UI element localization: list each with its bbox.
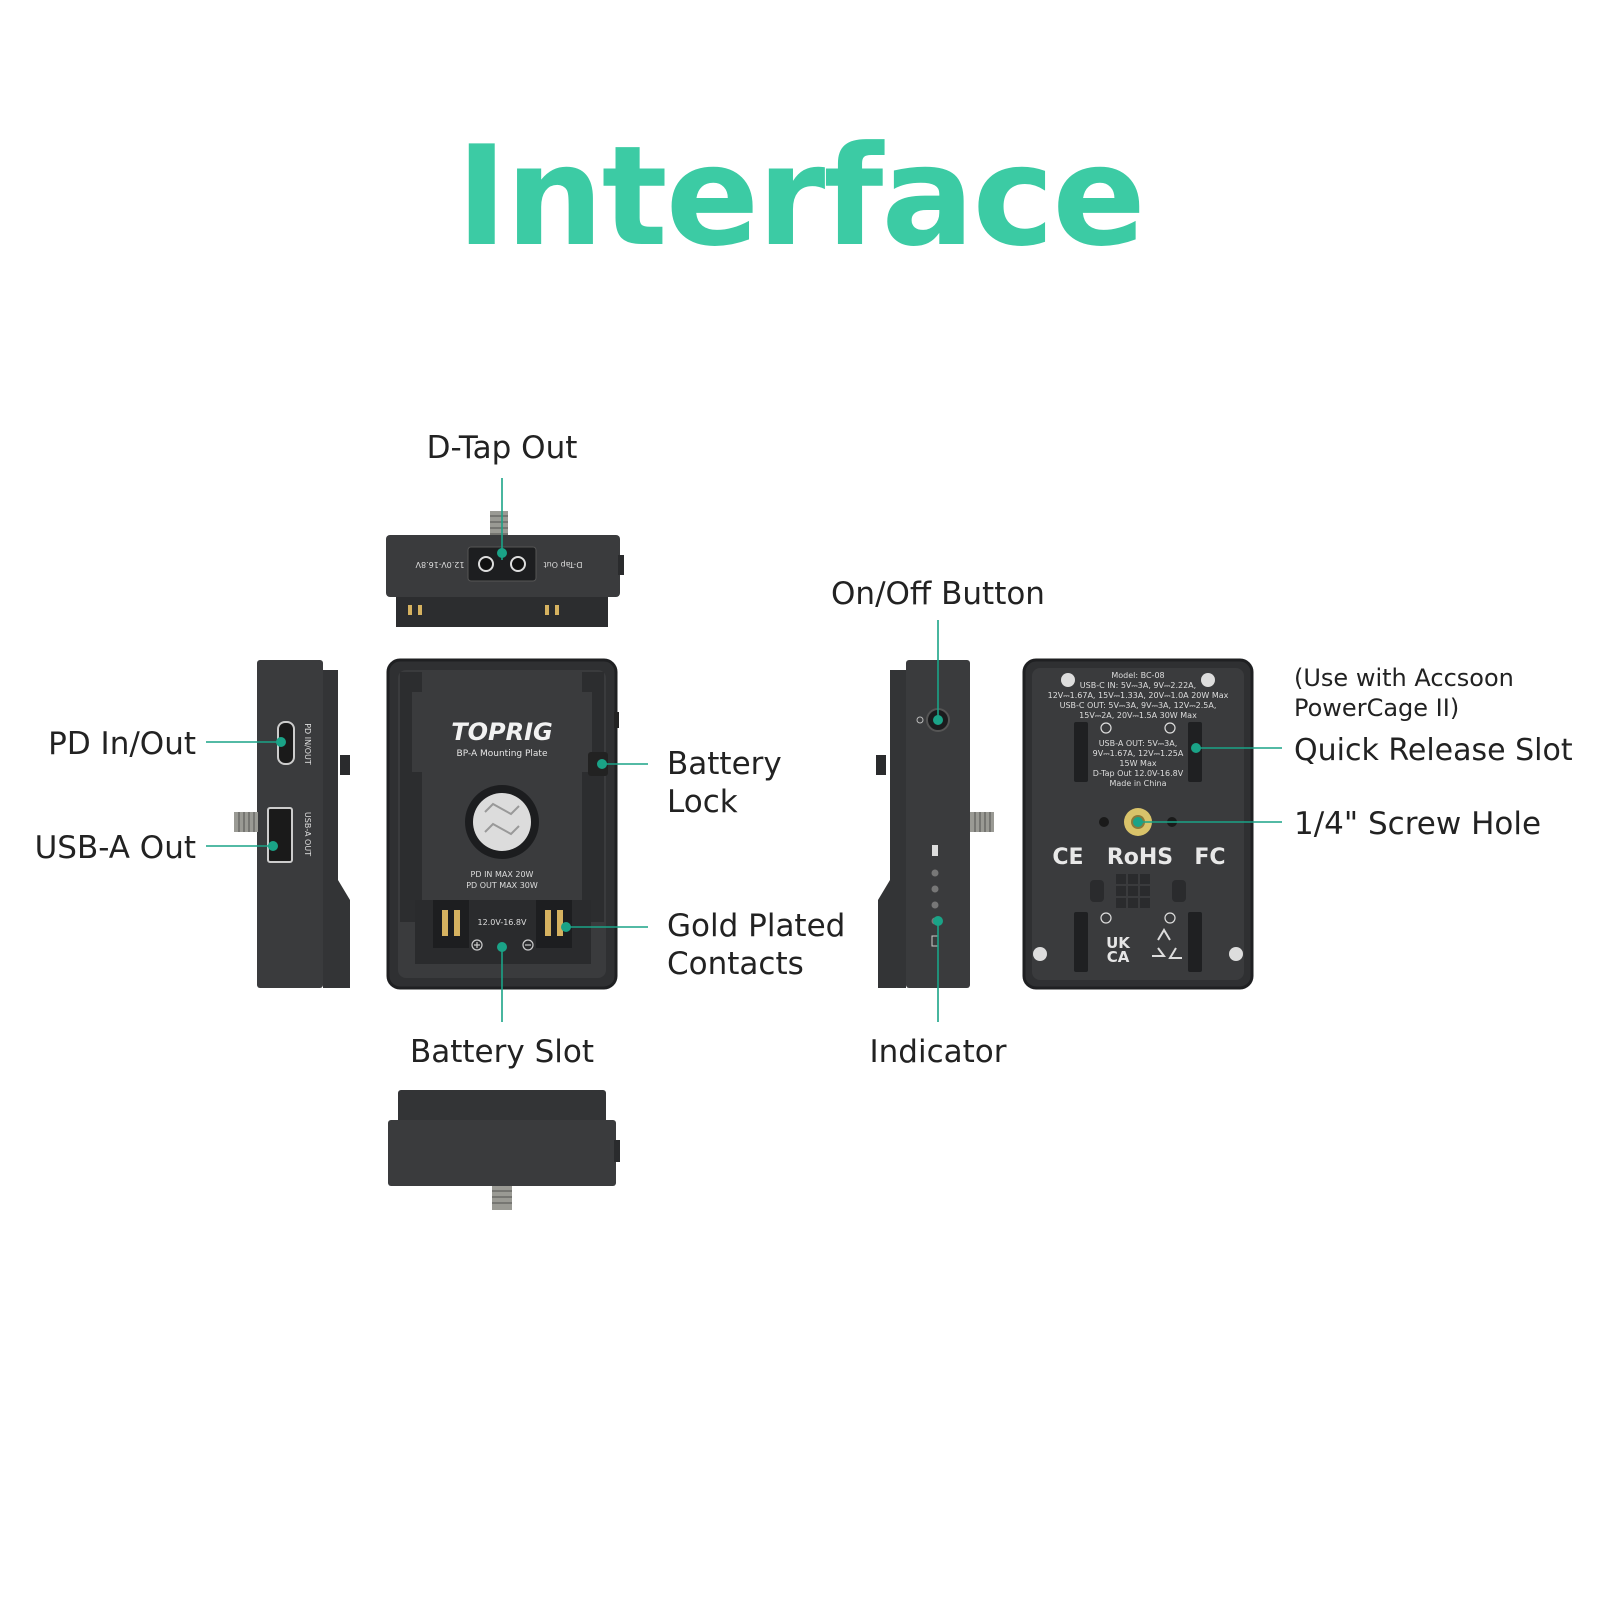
cert-uk: UK — [1106, 934, 1131, 952]
cert-rohs: RoHS — [1107, 845, 1173, 870]
label-gold-contacts-1: Gold Plated — [667, 908, 845, 944]
leader-lines — [206, 478, 1282, 1022]
bottom-view-device — [388, 1090, 620, 1210]
dot-screw-hole — [1133, 817, 1143, 827]
back-spec2-line-5: Made in China — [1109, 779, 1166, 788]
cert-fc: FC — [1194, 845, 1225, 870]
left-side-device: PD IN/OUT USB-A OUT — [234, 660, 350, 988]
back-spec2-line-1: USB-A OUT: 5V⎓3A, — [1099, 739, 1178, 748]
right-side-device — [876, 660, 994, 988]
label-screw-hole: 1/4" Screw Hole — [1294, 806, 1541, 842]
model-name-marking: BP-A Mounting Plate — [457, 749, 548, 759]
recycle-icon — [1152, 928, 1182, 959]
back-spec-line-3: 12V⎓1.67A, 15V⎓1.33A, 20V⎓1.0A 20W Max — [1048, 691, 1229, 700]
back-spec2-line-2: 9V⎓1.67A, 12V⎓1.25A — [1093, 749, 1184, 758]
label-gold-contacts-2: Contacts — [667, 946, 804, 982]
quick-release-slot-left — [1074, 722, 1088, 782]
dot-battery-lock — [597, 759, 607, 769]
top-view-device: 12.0V-16.8V D-Tap Out — [386, 511, 624, 627]
label-usb-a-out: USB-A Out — [35, 830, 196, 866]
top-voltage-marking: 12.0V-16.8V — [415, 560, 465, 569]
pd-out-marking: PD OUT MAX 30W — [466, 881, 538, 890]
label-on-off-button: On/Off Button — [831, 576, 1045, 612]
back-spec-line-2: USB-C IN: 5V⎓3A, 9V⎓2.22A, — [1080, 681, 1196, 690]
back-spec-line-5: 15V⎓2A, 20V⎓1.5A 30W Max — [1079, 711, 1197, 720]
side-usb-marking: USB-A OUT — [303, 812, 312, 856]
top-dtap-marking: D-Tap Out — [544, 560, 583, 569]
vent-grid — [1090, 874, 1186, 908]
label-d-tap-out: D-Tap Out — [427, 430, 578, 466]
dot-battery-slot — [497, 942, 507, 952]
bottom-view-screw — [492, 1186, 512, 1210]
label-battery-lock-2: Lock — [667, 784, 738, 820]
page-title: Interface — [456, 116, 1146, 277]
dot-indicator — [933, 916, 943, 926]
back-spec2-line-3: 15W Max — [1119, 759, 1156, 768]
bottom-view-body — [388, 1120, 616, 1186]
callout-dots — [268, 548, 1201, 952]
back-spec2-line-4: D-Tap Out 12.0V-16.8V — [1093, 769, 1184, 778]
dot-power — [933, 715, 943, 725]
dot-usb-a — [268, 841, 278, 851]
indicator-led-2 — [931, 885, 939, 893]
contacts-voltage-marking: 12.0V-16.8V — [478, 918, 528, 927]
label-indicator: Indicator — [870, 1034, 1007, 1070]
back-spec-line-4: USB-C OUT: 5V⎓3A, 9V⎓3A, 12V⎓2.5A, — [1060, 701, 1217, 710]
dot-gold-contacts — [561, 922, 571, 932]
cert-ce: CE — [1052, 845, 1083, 870]
left-side-screw — [234, 812, 258, 832]
usb-a-port — [267, 807, 293, 863]
label-quick-release-note-2: PowerCage II) — [1294, 694, 1459, 722]
indicator-led-1 — [931, 869, 939, 877]
dot-pd — [276, 737, 286, 747]
right-side-screw — [970, 812, 994, 832]
back-spec-line-1: Model: BC-08 — [1111, 671, 1164, 680]
pd-in-marking: PD IN MAX 20W — [471, 870, 534, 879]
front-view-device: TOPRIG BP-A Mounting Plate PD IN MAX 20W… — [386, 658, 619, 990]
label-quick-release-slot: Quick Release Slot — [1294, 733, 1573, 768]
label-quick-release-note-1: (Use with Accsoon — [1294, 664, 1514, 692]
cert-ca: CA — [1107, 948, 1130, 966]
label-pd-in-out: PD In/Out — [48, 726, 196, 762]
dot-d-tap — [497, 548, 507, 558]
indicator-led-3 — [931, 901, 939, 909]
dot-quick-release — [1191, 743, 1201, 753]
brand-logo: TOPRIG — [451, 718, 552, 746]
left-gold-contacts — [433, 900, 469, 948]
right-side-body — [906, 660, 970, 988]
label-battery-lock-1: Battery — [667, 746, 782, 782]
side-pd-marking: PD IN/OUT — [303, 723, 312, 765]
label-battery-slot: Battery Slot — [410, 1034, 594, 1070]
